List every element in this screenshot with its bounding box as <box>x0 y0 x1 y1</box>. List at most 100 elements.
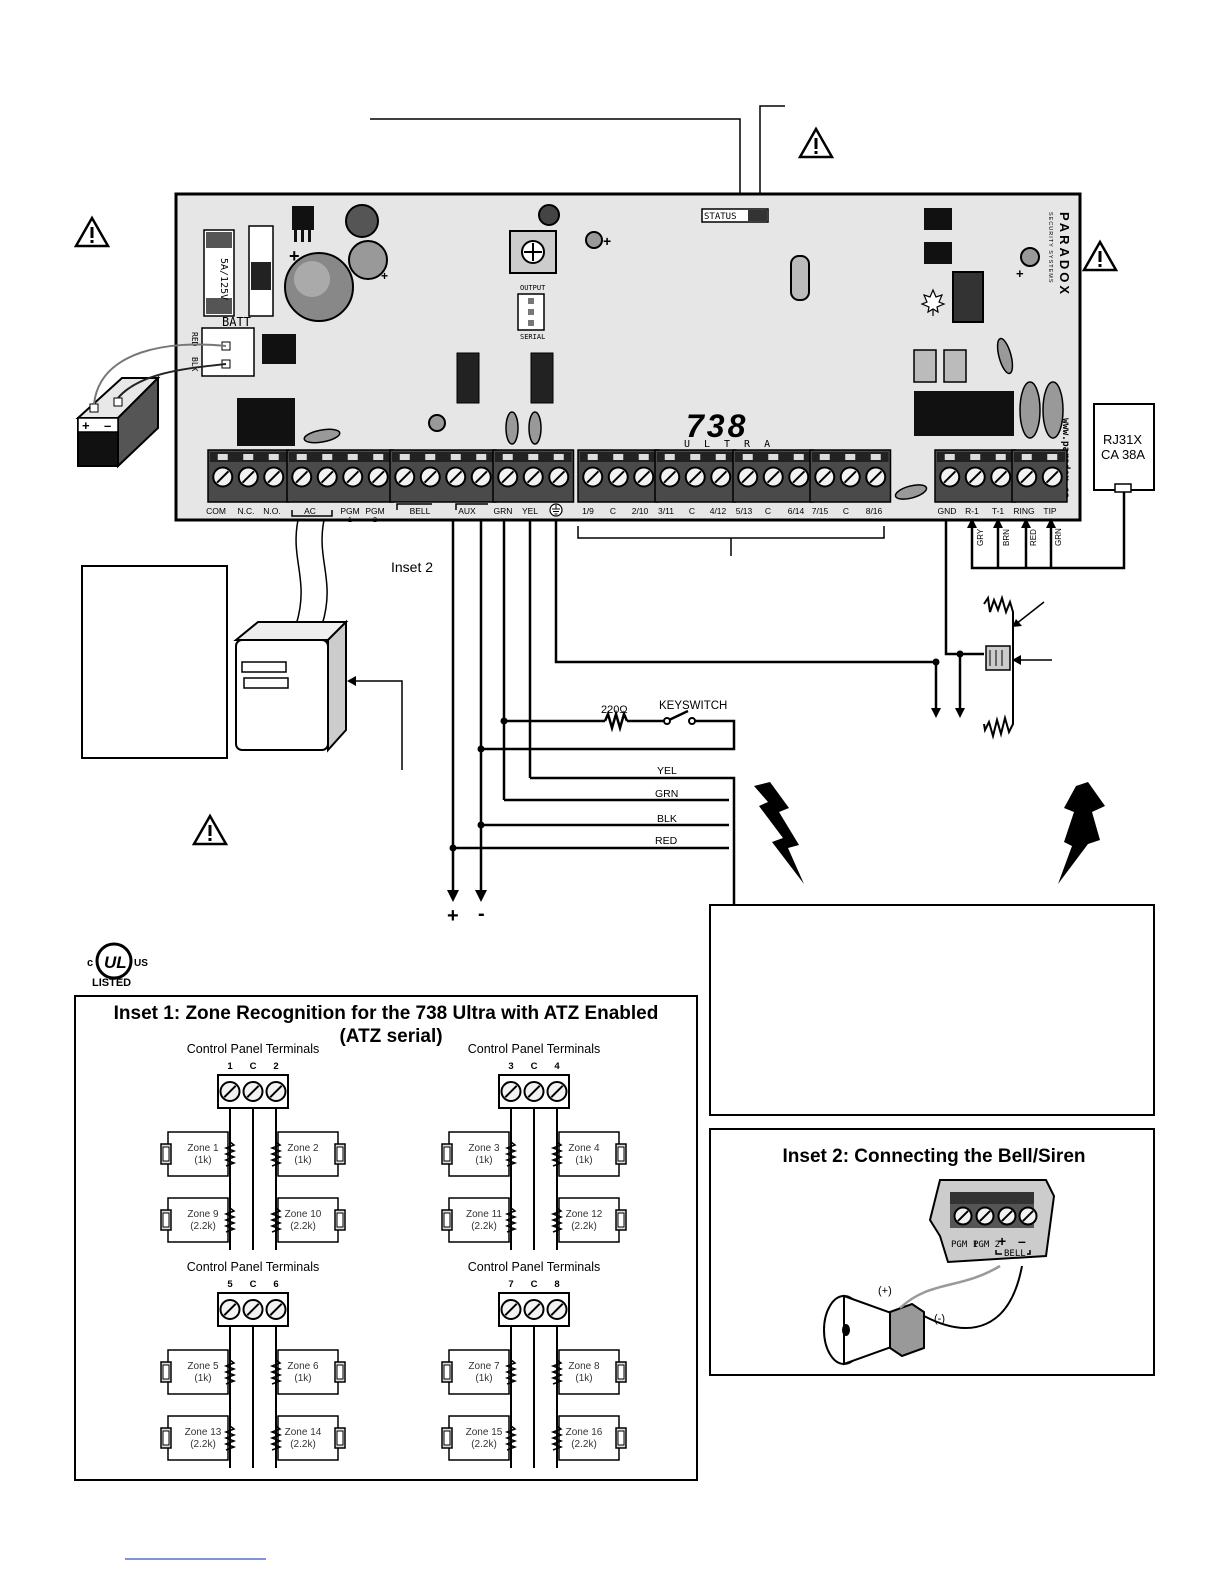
terminal-screw <box>814 466 836 488</box>
zone-resistance: (1k) <box>294 1155 311 1166</box>
inset1-title-line1: Inset 1: Zone Recognition for the 738 Ul… <box>114 1003 659 1024</box>
zone-name: Zone 7 <box>468 1361 500 1372</box>
svg-text:+: + <box>289 246 300 266</box>
zone-name: Zone 5 <box>187 1361 219 1372</box>
zone-contact: Zone 11(2.2k) <box>441 1197 518 1243</box>
terminal-block <box>492 449 575 503</box>
svg-text:+: + <box>603 233 611 249</box>
terminal-screw <box>242 1081 264 1102</box>
inset2-reference: Inset 2 <box>391 559 433 575</box>
terminal-screw <box>265 1081 287 1102</box>
phone-wire-gry: GRY <box>976 528 985 546</box>
zone-resistance: (2.2k) <box>190 1439 216 1450</box>
output-label: OUTPUT <box>520 284 546 292</box>
ul-listed: LISTED <box>92 977 131 989</box>
zone-name: Zone 14 <box>285 1427 322 1438</box>
terminal-screw <box>242 1299 264 1320</box>
resistor-label: 220Ω <box>601 704 628 716</box>
zone-contact: Zone 12(2.2k) <box>550 1197 627 1243</box>
terminal-label: 6/14 <box>788 506 805 516</box>
terminal-number: C <box>250 1279 257 1290</box>
zone-resistance: (1k) <box>575 1155 592 1166</box>
serial-output-connector: OUTPUT SERIAL <box>517 284 546 341</box>
terminal-screw <box>419 466 441 488</box>
inset2-plus-label: (+) <box>878 1285 892 1297</box>
zone-name: Zone 8 <box>568 1361 600 1372</box>
control-panel-terminals-caption: Control Panel Terminals <box>468 1042 600 1056</box>
terminal-number: 7 <box>508 1279 513 1290</box>
terminal-label: C <box>765 506 771 516</box>
terminal-block <box>732 449 815 503</box>
terminal-label: C <box>843 506 849 516</box>
svg-text:–: – <box>1018 1233 1026 1249</box>
terminal-label: GRN <box>494 506 513 516</box>
terminal-screw <box>548 466 570 488</box>
fuse: 5A/125V <box>203 229 235 317</box>
terminal-screw <box>470 466 492 488</box>
ac-transformer <box>233 519 403 770</box>
zone-resistance: (2.2k) <box>571 1439 597 1450</box>
terminal-block <box>577 449 660 503</box>
terminal-screw <box>291 466 313 488</box>
terminal-number: C <box>531 1279 538 1290</box>
terminal-screw <box>500 1081 522 1102</box>
terminal-label: 1/9 <box>582 506 594 516</box>
zone-name: Zone 16 <box>566 1427 603 1438</box>
zone-contact: Zone 6(1k) <box>269 1349 346 1395</box>
terminal-block <box>389 449 497 503</box>
terminal-screw <box>990 466 1012 488</box>
batt-red-label: RED <box>190 332 199 347</box>
bus-wire-grn: GRN <box>655 788 678 800</box>
terminal-label: 3/11 <box>658 506 674 516</box>
terminal-block <box>809 449 892 503</box>
terminal-screw <box>788 466 810 488</box>
terminal-number: 4 <box>554 1061 560 1072</box>
svg-text:+: + <box>82 418 90 433</box>
terminal-screw <box>1018 1206 1038 1226</box>
svg-text:–: – <box>104 418 111 433</box>
svg-text:+: + <box>381 269 388 283</box>
terminal-screw <box>522 466 544 488</box>
terminal-block <box>934 449 1017 503</box>
zone-resistance: (1k) <box>194 1155 211 1166</box>
inset-1-zone-recognition: Inset 1: Zone Recognition for the 738 Ul… <box>74 995 698 1481</box>
zone-name: Zone 4 <box>568 1143 600 1154</box>
zone-resistance: (1k) <box>294 1373 311 1384</box>
terminal-label: PGM <box>340 506 359 516</box>
terminal-screw <box>523 1299 545 1320</box>
terminal-screw <box>237 466 259 488</box>
zone-name: Zone 6 <box>287 1361 319 1372</box>
ground-rod <box>983 594 1014 740</box>
status-label: STATUS <box>704 212 737 222</box>
terminal-label: COM <box>206 506 226 516</box>
fuse-label: 5A/125V <box>218 258 229 300</box>
power-minus-label: - <box>478 903 485 925</box>
terminal-label: AUX <box>458 506 476 516</box>
terminal-label: YEL <box>522 506 538 516</box>
phone-wire-grn: GRN <box>1054 528 1063 546</box>
terminal-screw <box>219 1299 241 1320</box>
zone-contact: Zone 7(1k) <box>441 1349 518 1395</box>
terminal-label: R-1 <box>965 506 979 516</box>
terminal-screw <box>212 466 234 488</box>
terminal-screw <box>1041 466 1063 488</box>
power-plus-label: + <box>447 905 459 927</box>
zone-resistance: (2.2k) <box>290 1221 316 1232</box>
control-panel-terminals-caption: Control Panel Terminals <box>187 1260 319 1274</box>
terminal-screw <box>710 466 732 488</box>
bus-wire-red: RED <box>655 835 678 847</box>
inset2-title: Inset 2: Connecting the Bell/Siren <box>783 1146 1086 1167</box>
zone-contact: Zone 15(2.2k) <box>441 1415 518 1461</box>
terminal-label: 7/15 <box>812 506 829 516</box>
terminal-screw <box>939 466 961 488</box>
inset2-pgm1: PGM 1 <box>951 1240 978 1250</box>
terminal-label: BELL <box>410 506 431 516</box>
zone-resistance: (2.2k) <box>571 1221 597 1232</box>
inset1-title-line2: (ATZ serial) <box>339 1026 442 1047</box>
terminal-screw <box>607 466 629 488</box>
terminal-screw <box>497 466 519 488</box>
terminal-screw <box>546 1299 568 1320</box>
terminal-number: 5 <box>227 1279 233 1290</box>
